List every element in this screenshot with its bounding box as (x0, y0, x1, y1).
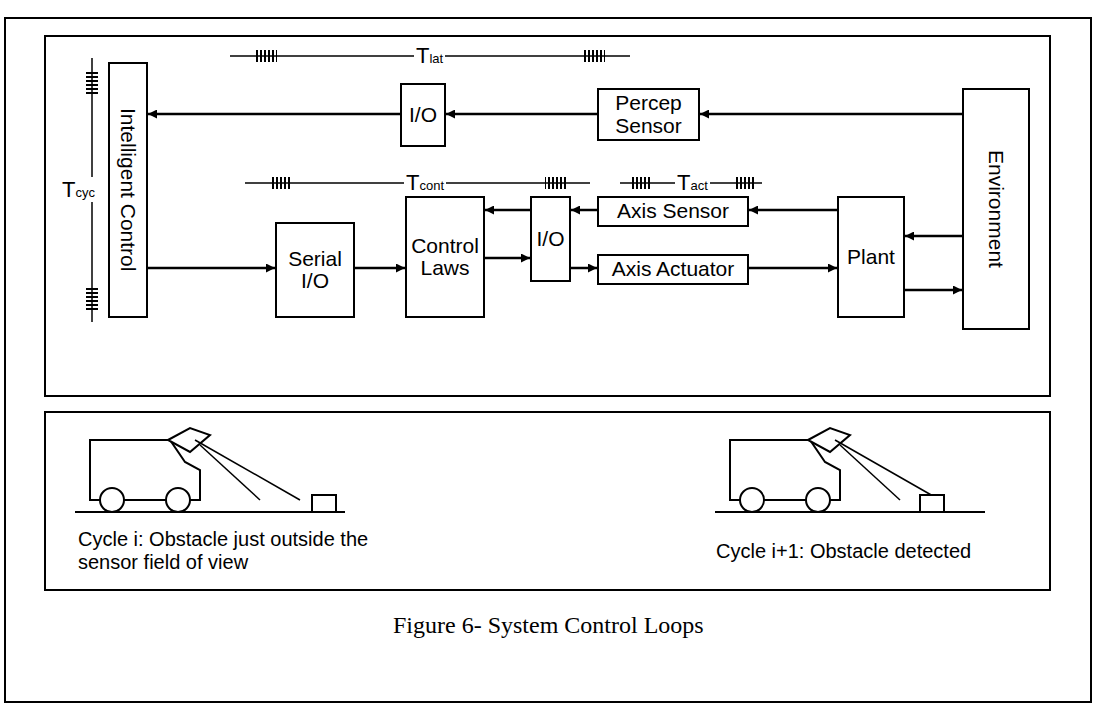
time-label: Tcyc (60, 177, 97, 202)
illustration-caption: Cycle i: Obstacle just outside the senso… (78, 528, 408, 574)
signal-arrow (485, 209, 530, 212)
signal-arrow (571, 209, 597, 212)
process-box: I/O (530, 196, 571, 282)
time-label: Tact (675, 170, 710, 195)
signal-arrow (749, 267, 837, 270)
box-label: Intelligent Control (117, 108, 139, 271)
vehicle-illustration (75, 428, 345, 512)
signal-arrow (446, 113, 597, 116)
box-label: Plant (847, 246, 895, 268)
dimension-line (86, 50, 762, 322)
process-box: Axis Actuator (597, 254, 749, 285)
box-label: Environment (985, 150, 1007, 268)
signal-arrow (485, 257, 530, 260)
box-label: Control Laws (407, 235, 483, 279)
process-box: Plant (837, 196, 905, 318)
signal-arrow (905, 289, 962, 292)
box-label: I/O (536, 228, 564, 250)
box-label: Axis Sensor (617, 200, 729, 222)
illustration-caption: Cycle i+1: Obstacle detected (716, 540, 1036, 563)
process-box: Environment (962, 88, 1030, 330)
time-label: Tlat (414, 43, 445, 68)
box-label: Axis Actuator (612, 258, 735, 280)
process-box: I/O (400, 83, 446, 147)
vehicle-illustration (715, 428, 985, 512)
box-label: Serial I/O (277, 248, 353, 292)
process-box: Axis Sensor (597, 196, 749, 227)
signal-arrow (148, 113, 400, 116)
box-label: I/O (409, 104, 437, 126)
box-label: Percep Sensor (599, 92, 698, 136)
process-box: Serial I/O (275, 222, 355, 318)
time-label: Tcont (404, 170, 446, 195)
process-box: Control Laws (405, 196, 485, 318)
process-box: Intelligent Control (108, 62, 148, 318)
signal-arrow (571, 267, 597, 270)
signal-arrow (700, 113, 962, 116)
signal-arrow (749, 209, 837, 212)
signal-arrow (905, 235, 962, 238)
signal-arrow (148, 267, 275, 270)
signal-arrow (355, 267, 405, 270)
process-box: Percep Sensor (597, 88, 700, 141)
figure-caption: Figure 6- System Control Loops (393, 612, 704, 640)
